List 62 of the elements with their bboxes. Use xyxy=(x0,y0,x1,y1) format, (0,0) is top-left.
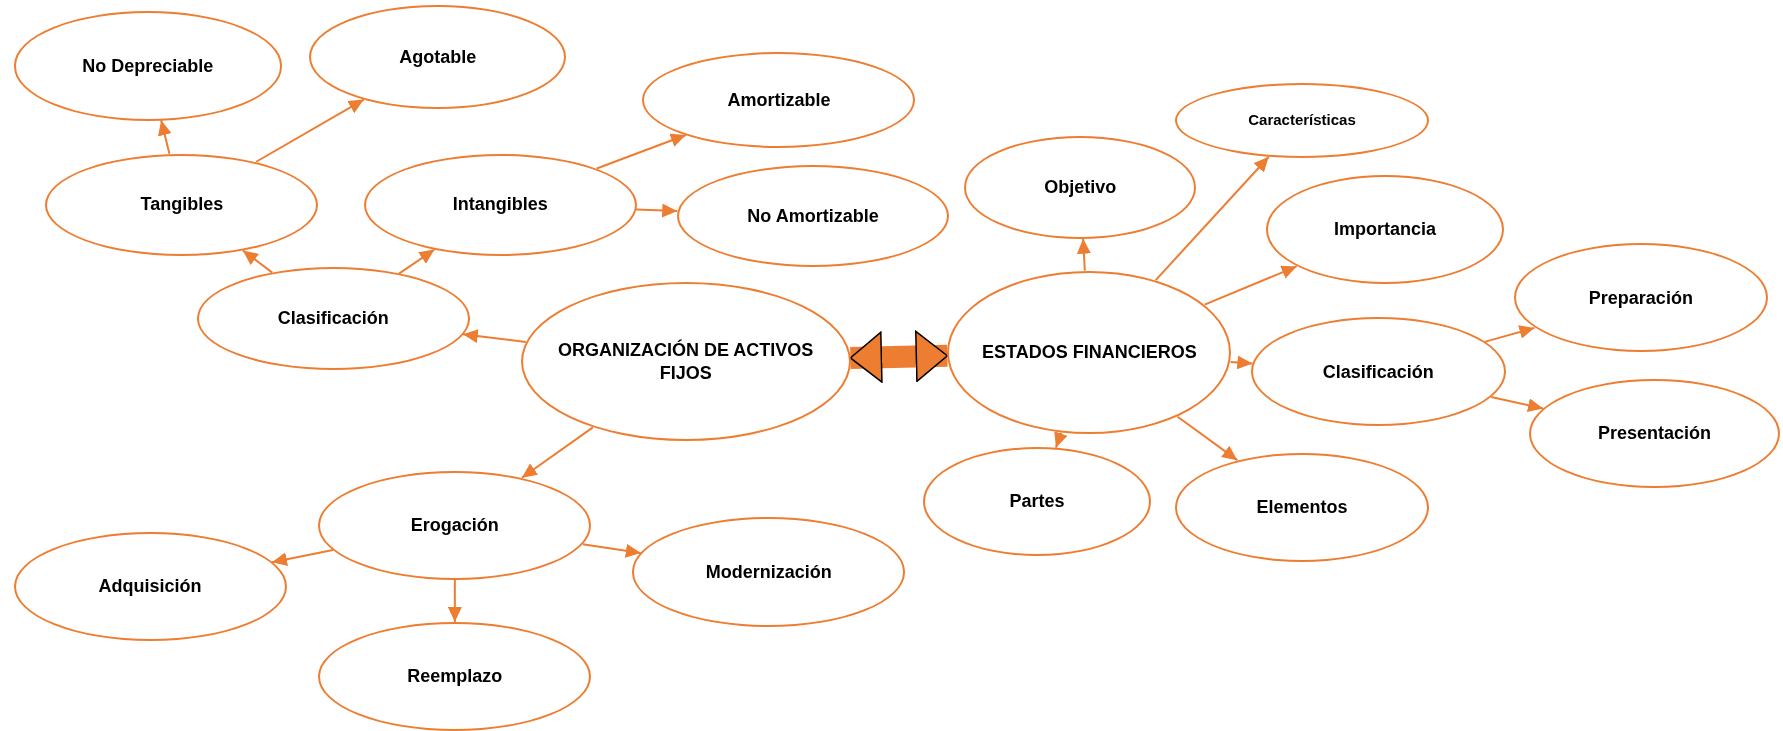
ellipse-node xyxy=(1529,378,1780,488)
node-label: No Depreciable xyxy=(82,54,214,78)
node-label: No Amortizable xyxy=(747,204,879,228)
ellipse-node xyxy=(632,517,906,627)
arrow xyxy=(1490,395,1545,413)
node-label: Partes xyxy=(1009,490,1065,513)
node-label: Presentación xyxy=(1597,422,1711,445)
arrow xyxy=(157,119,172,155)
node-label: Adquisición xyxy=(98,575,202,598)
node-label: Objetivo xyxy=(1044,176,1117,199)
arrow xyxy=(581,543,642,558)
arrow xyxy=(1229,355,1254,370)
ellipse-node xyxy=(1265,175,1505,285)
arrow xyxy=(1076,237,1091,272)
arrow xyxy=(241,249,274,274)
arrow xyxy=(255,98,365,163)
ellipse-node xyxy=(318,622,592,731)
ellipse-node xyxy=(923,446,1151,557)
ellipse-node xyxy=(13,11,282,121)
arrow xyxy=(635,203,679,218)
node-label: Clasificación xyxy=(1322,360,1434,384)
arrow xyxy=(1154,155,1270,282)
node-label: Intangibles xyxy=(452,193,548,216)
ellipse-node xyxy=(1250,317,1506,427)
ellipse-node xyxy=(520,282,851,442)
node-label: Erogación xyxy=(410,514,499,537)
node-label: Importancia xyxy=(1334,218,1436,241)
ellipse-node xyxy=(45,153,319,256)
ellipse-node xyxy=(309,4,567,110)
ellipse-node xyxy=(196,267,470,370)
arrow xyxy=(1203,265,1298,306)
node-label: Agotable xyxy=(399,45,477,69)
node-label: Reemplazo xyxy=(407,665,503,688)
ellipse-node xyxy=(676,164,950,268)
arrow xyxy=(447,578,462,623)
ellipse-node xyxy=(1513,243,1769,353)
ellipse-node xyxy=(13,532,287,642)
arrow xyxy=(1054,431,1068,449)
arrow xyxy=(398,248,436,275)
arrow xyxy=(1176,415,1239,462)
ellipse-node xyxy=(642,52,916,148)
node-label: Tangibles xyxy=(140,193,224,216)
node-label: Clasificación xyxy=(277,307,389,330)
node-label: Modernización xyxy=(705,560,832,584)
node-label: Amortizable xyxy=(727,88,831,112)
arrow xyxy=(1483,325,1536,343)
ellipse-node xyxy=(363,153,637,256)
node-label: Preparación xyxy=(1588,286,1693,310)
arrow xyxy=(270,548,334,567)
node-label: Elementos xyxy=(1256,495,1348,519)
ellipse-node xyxy=(947,270,1232,435)
node-label: Características xyxy=(1248,111,1356,130)
arrow xyxy=(461,329,527,344)
ellipse-node xyxy=(1174,452,1430,562)
ellipse-node xyxy=(318,470,592,580)
node-label: ESTADOS FINANCIEROS xyxy=(982,341,1197,364)
ellipse-node xyxy=(1174,83,1430,159)
node-label: ORGANIZACIÓN DE ACTIVOS FIJOS xyxy=(557,339,815,385)
ellipse-node xyxy=(964,136,1197,239)
double-arrow xyxy=(849,330,949,383)
arrow xyxy=(520,426,594,479)
arrow xyxy=(595,133,687,170)
